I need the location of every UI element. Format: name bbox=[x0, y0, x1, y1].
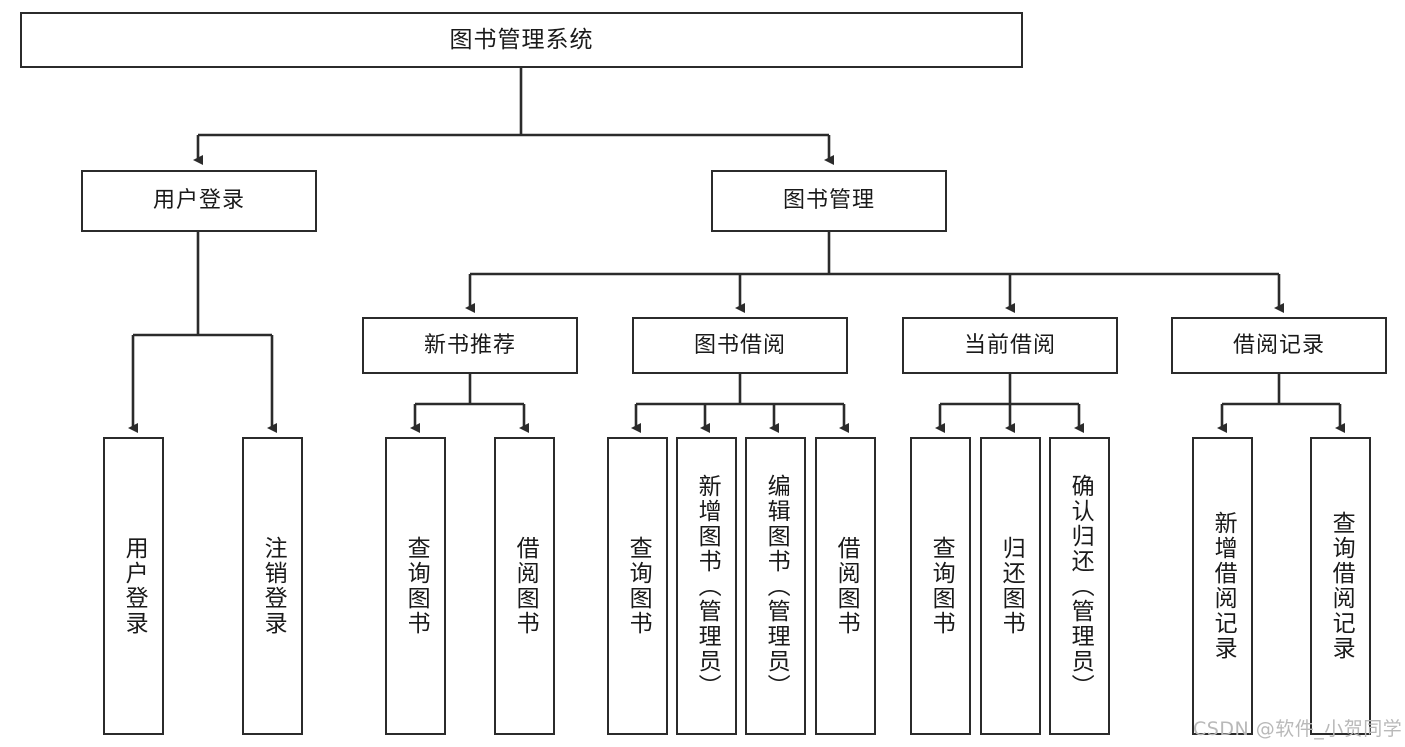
leaf-borrow-book[interactable]: 借阅图书 bbox=[815, 437, 876, 735]
node-label: 新增借阅记录 bbox=[1210, 511, 1237, 661]
node-label: 图书管理系统 bbox=[449, 26, 594, 53]
node-root-book-management-system[interactable]: 图书管理系统 bbox=[20, 12, 1023, 68]
node-book-borrow[interactable]: 图书借阅 bbox=[632, 317, 848, 374]
leaf-add-book-admin[interactable]: 新增图书（管理员） bbox=[676, 437, 737, 735]
node-label: 用户登录 bbox=[121, 536, 148, 636]
node-borrow-records[interactable]: 借阅记录 bbox=[1171, 317, 1387, 374]
node-label: 借阅记录 bbox=[1232, 332, 1325, 358]
node-label: 用户登录 bbox=[152, 188, 245, 214]
node-label: 注销登录 bbox=[260, 536, 287, 636]
node-book-management[interactable]: 图书管理 bbox=[711, 170, 947, 232]
leaf-return-book[interactable]: 归还图书 bbox=[980, 437, 1041, 735]
leaf-borrow-book-recommendation[interactable]: 借阅图书 bbox=[494, 437, 555, 735]
node-label: 借阅图书 bbox=[512, 536, 539, 636]
node-label: 确认归还（管理员） bbox=[1067, 473, 1094, 699]
leaf-query-borrow-record[interactable]: 查询借阅记录 bbox=[1310, 437, 1371, 735]
node-label: 新增图书（管理员） bbox=[694, 473, 721, 699]
leaf-query-book-current[interactable]: 查询图书 bbox=[910, 437, 971, 735]
node-label: 查询图书 bbox=[928, 536, 955, 636]
leaf-user-login[interactable]: 用户登录 bbox=[103, 437, 164, 735]
leaf-query-book-recommendation[interactable]: 查询图书 bbox=[385, 437, 446, 735]
node-label: 借阅图书 bbox=[833, 536, 860, 636]
node-new-book-recommendation[interactable]: 新书推荐 bbox=[362, 317, 578, 374]
node-label: 查询图书 bbox=[403, 536, 430, 636]
node-label: 查询图书 bbox=[625, 536, 652, 636]
leaf-edit-book-admin[interactable]: 编辑图书（管理员） bbox=[745, 437, 806, 735]
node-current-borrow[interactable]: 当前借阅 bbox=[902, 317, 1118, 374]
node-user-login[interactable]: 用户登录 bbox=[81, 170, 317, 232]
node-label: 归还图书 bbox=[998, 536, 1025, 636]
leaf-logout[interactable]: 注销登录 bbox=[242, 437, 303, 735]
leaf-confirm-return-admin[interactable]: 确认归还（管理员） bbox=[1049, 437, 1110, 735]
node-label: 图书管理 bbox=[782, 188, 875, 214]
node-label: 新书推荐 bbox=[423, 332, 516, 358]
node-label: 图书借阅 bbox=[693, 332, 786, 358]
node-label: 当前借阅 bbox=[963, 332, 1056, 358]
node-label: 编辑图书（管理员） bbox=[763, 473, 790, 699]
leaf-query-book-borrow[interactable]: 查询图书 bbox=[607, 437, 668, 735]
csdn-watermark: CSDN @软件_小贺同学 bbox=[1193, 718, 1403, 740]
leaf-add-borrow-record[interactable]: 新增借阅记录 bbox=[1192, 437, 1253, 735]
node-label: 查询借阅记录 bbox=[1328, 511, 1355, 661]
